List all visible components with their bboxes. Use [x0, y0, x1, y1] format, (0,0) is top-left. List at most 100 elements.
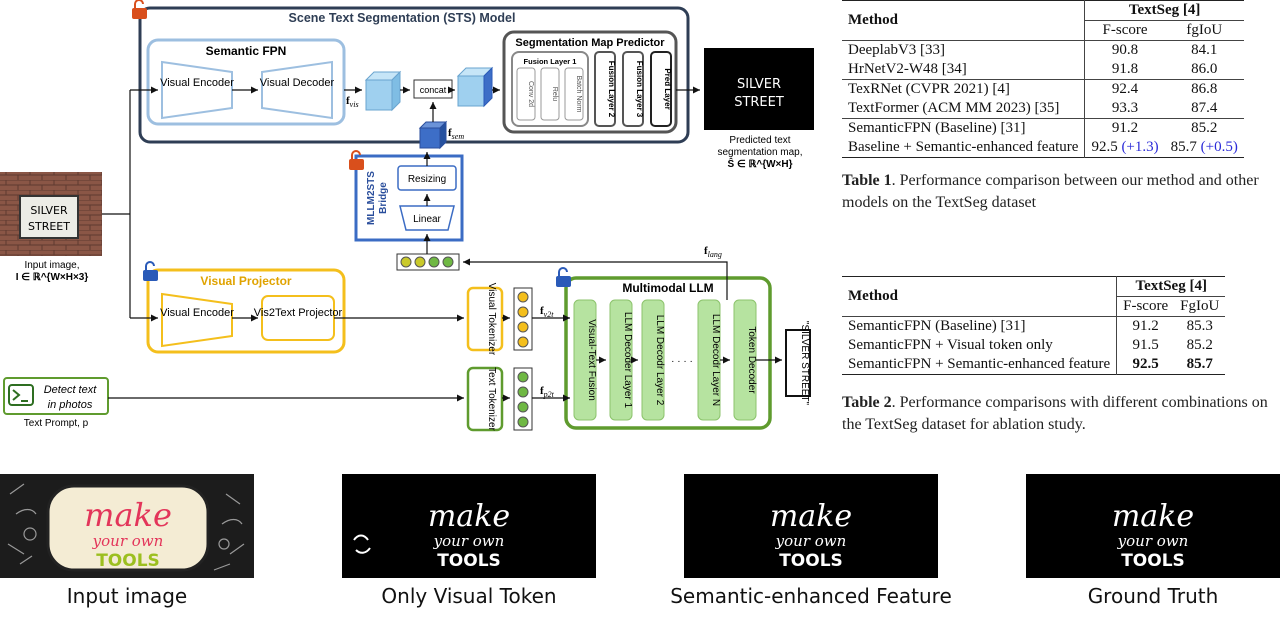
label-only-visual-token: Only Visual Token [381, 584, 557, 608]
t1-method: TexRNet (CVPR 2021) [4] [842, 79, 1086, 99]
vp-visual-encoder-trapezoid [161, 292, 233, 348]
fpn-visual-encoder-label: Visual Encoder [160, 77, 234, 89]
example-semantic-enhanced: make your own TOOLS [684, 474, 938, 578]
semantic-fpn-title: Semantic FPN [206, 44, 287, 58]
visual-encoder-trapezoid [161, 60, 233, 120]
unlocked-lock-icon [132, 0, 147, 19]
table1-caption: Table 1. Performance comparison between … [842, 172, 1259, 211]
results-table-2: Method TextSeg [4] F-score FgIoU Semanti… [842, 276, 1226, 375]
concat-cube [456, 66, 494, 108]
t1-method-header: Method [842, 0, 1086, 41]
visual-tokenizer-label: Visual Tokenizer [486, 283, 497, 356]
f-v2t-label: fv2t [540, 305, 554, 319]
batch-norm-block [564, 67, 584, 121]
t1-method: HrNetV2-W48 [34] [842, 60, 1086, 80]
t1-fgiou-gain: (+0.5) [1200, 139, 1238, 155]
visual-decoder-trapezoid [261, 60, 333, 120]
resizing-label: Resizing [408, 174, 446, 185]
sts-title: Scene Text Segmentation (STS) Model [289, 11, 516, 25]
semantic-fpn-box [146, 38, 346, 126]
fusion-layer-1-label: Fusion Layer 1 [524, 57, 577, 66]
input-art-line1: make [84, 496, 172, 534]
input-art-line3: TOOLS [96, 551, 160, 571]
label-ground-truth: Ground Truth [1087, 584, 1219, 608]
f-vis-cube [364, 70, 402, 112]
t1-dataset-header: TextSeg [4] [1128, 2, 1201, 18]
concat-label: concat [420, 85, 447, 95]
visual-text-fusion-label: Visual-Text Fusion [586, 319, 597, 401]
vt-art-line3: TOOLS [437, 551, 501, 571]
batch-norm-label: Batch Norm [575, 76, 582, 113]
v2t-token [517, 321, 529, 333]
fpn-visual-decoder-label: Visual Decoder [260, 77, 335, 89]
token-decoder-label: Token Decoder [746, 326, 757, 394]
input-caption-1: Input image, [24, 260, 79, 271]
pred-output-line1: SILVER [737, 77, 781, 92]
visual-tokenizer-box [466, 286, 504, 352]
seg-map-predictor-title: Segmentation Map Predictor [515, 37, 665, 49]
conv2d-block [516, 67, 536, 121]
gt-art-line1: make [1112, 499, 1194, 534]
visual-projector-title: Visual Projector [200, 274, 291, 288]
t2-method: SemanticFPN (Baseline) [31] [842, 316, 1118, 336]
llm-lock-icon [556, 267, 571, 287]
t1-fscore: 91.8 [1111, 61, 1139, 77]
pred-layer-label: Pred Layer [663, 68, 672, 109]
t1-fscore: 90.8 [1111, 42, 1139, 58]
t1-method: SemanticFPN (Baseline) [31] [842, 118, 1086, 138]
t2-fscore: 92.5 [1132, 356, 1159, 372]
f-sem-cube [418, 120, 448, 150]
vt-art-line1: make [428, 499, 510, 534]
t1-fscore-gain: (+1.3) [1121, 139, 1159, 155]
t2-fgiou: 85.3 [1186, 318, 1213, 334]
t1-col-fgiou: fgIoU [1164, 20, 1244, 41]
bridge-title-1: MLLM2STS [366, 171, 377, 225]
bridge-title-2: Bridge [378, 182, 389, 214]
pipeline-diagram: Scene Text Segmentation (STS) Model Sema… [0, 0, 814, 432]
relu-label: Relu [551, 87, 558, 102]
vis2text-label: Vis2Text Projector [254, 307, 343, 319]
example-visual-token: make your own TOOLS [342, 474, 596, 578]
llm-dots: · · · · [671, 356, 693, 367]
t2-method-header: Method [842, 276, 1118, 317]
pred-layer-block [650, 51, 672, 127]
se-art-line2: your own [775, 532, 847, 550]
mllm2sts-bridge-box [354, 154, 464, 242]
se-art-line1: make [770, 499, 852, 534]
t1-fgiou: 85.7 (+0.5) [1170, 139, 1238, 155]
t1-method: Baseline + Semantic-enhanced feature [842, 138, 1086, 158]
vp-visual-encoder-label: Visual Encoder [160, 307, 234, 319]
fusion-layer-2-label: Fusion Layer 2 [607, 61, 616, 118]
t2-col-fgiou: FgIoU [1174, 296, 1226, 317]
f-p2t-label: fp2t [540, 385, 555, 399]
t2-method: SemanticFPN + Semantic-enhanced feature [842, 355, 1118, 375]
results-table-1: Method TextSeg [4] F-score fgIoU Deeplab… [842, 0, 1244, 158]
t1-fgiou: 84.1 [1191, 42, 1218, 58]
p2t-token [517, 416, 529, 428]
bridge-lock-icon [349, 150, 364, 170]
pred-output-line2: STREET [734, 95, 784, 110]
prompt-caption: Text Prompt, p [24, 418, 89, 429]
llm-decoder-2-block [641, 299, 665, 421]
ground-truth-mask: make your own TOOLS [1112, 499, 1194, 571]
p2t-token-column [513, 367, 533, 431]
fusion-layer-3-label: Fusion Layer 3 [635, 61, 644, 118]
connectors [102, 86, 782, 402]
output-text-box [785, 329, 811, 397]
vt-art-line2: your own [433, 532, 505, 550]
prompt-text-2: in photos [48, 399, 93, 411]
gt-art-line2: your own [1117, 532, 1189, 550]
t2-dataset-header: TextSeg [4] [1135, 278, 1207, 294]
lang-token [428, 256, 440, 268]
t1-method: DeeplabV3 [33] [842, 40, 1086, 60]
t1-fscore: 93.3 [1111, 100, 1139, 116]
relu-block [540, 67, 560, 121]
pred-caption-3: Ŝ ∈ ℝ^{W×H} [728, 157, 793, 170]
llm-decoder-1-label: LLM Decoder Layer 1 [622, 312, 633, 409]
input-sign-line2: STREET [28, 220, 70, 233]
llm-decoder-2-label: LLM Decodr Layer 2 [654, 315, 665, 406]
t2-fscore: 91.5 [1132, 337, 1159, 353]
linear-label: Linear [413, 214, 441, 225]
linear-trapezoid [399, 205, 455, 231]
visual-token-mask: make your own TOOLS [353, 499, 510, 571]
